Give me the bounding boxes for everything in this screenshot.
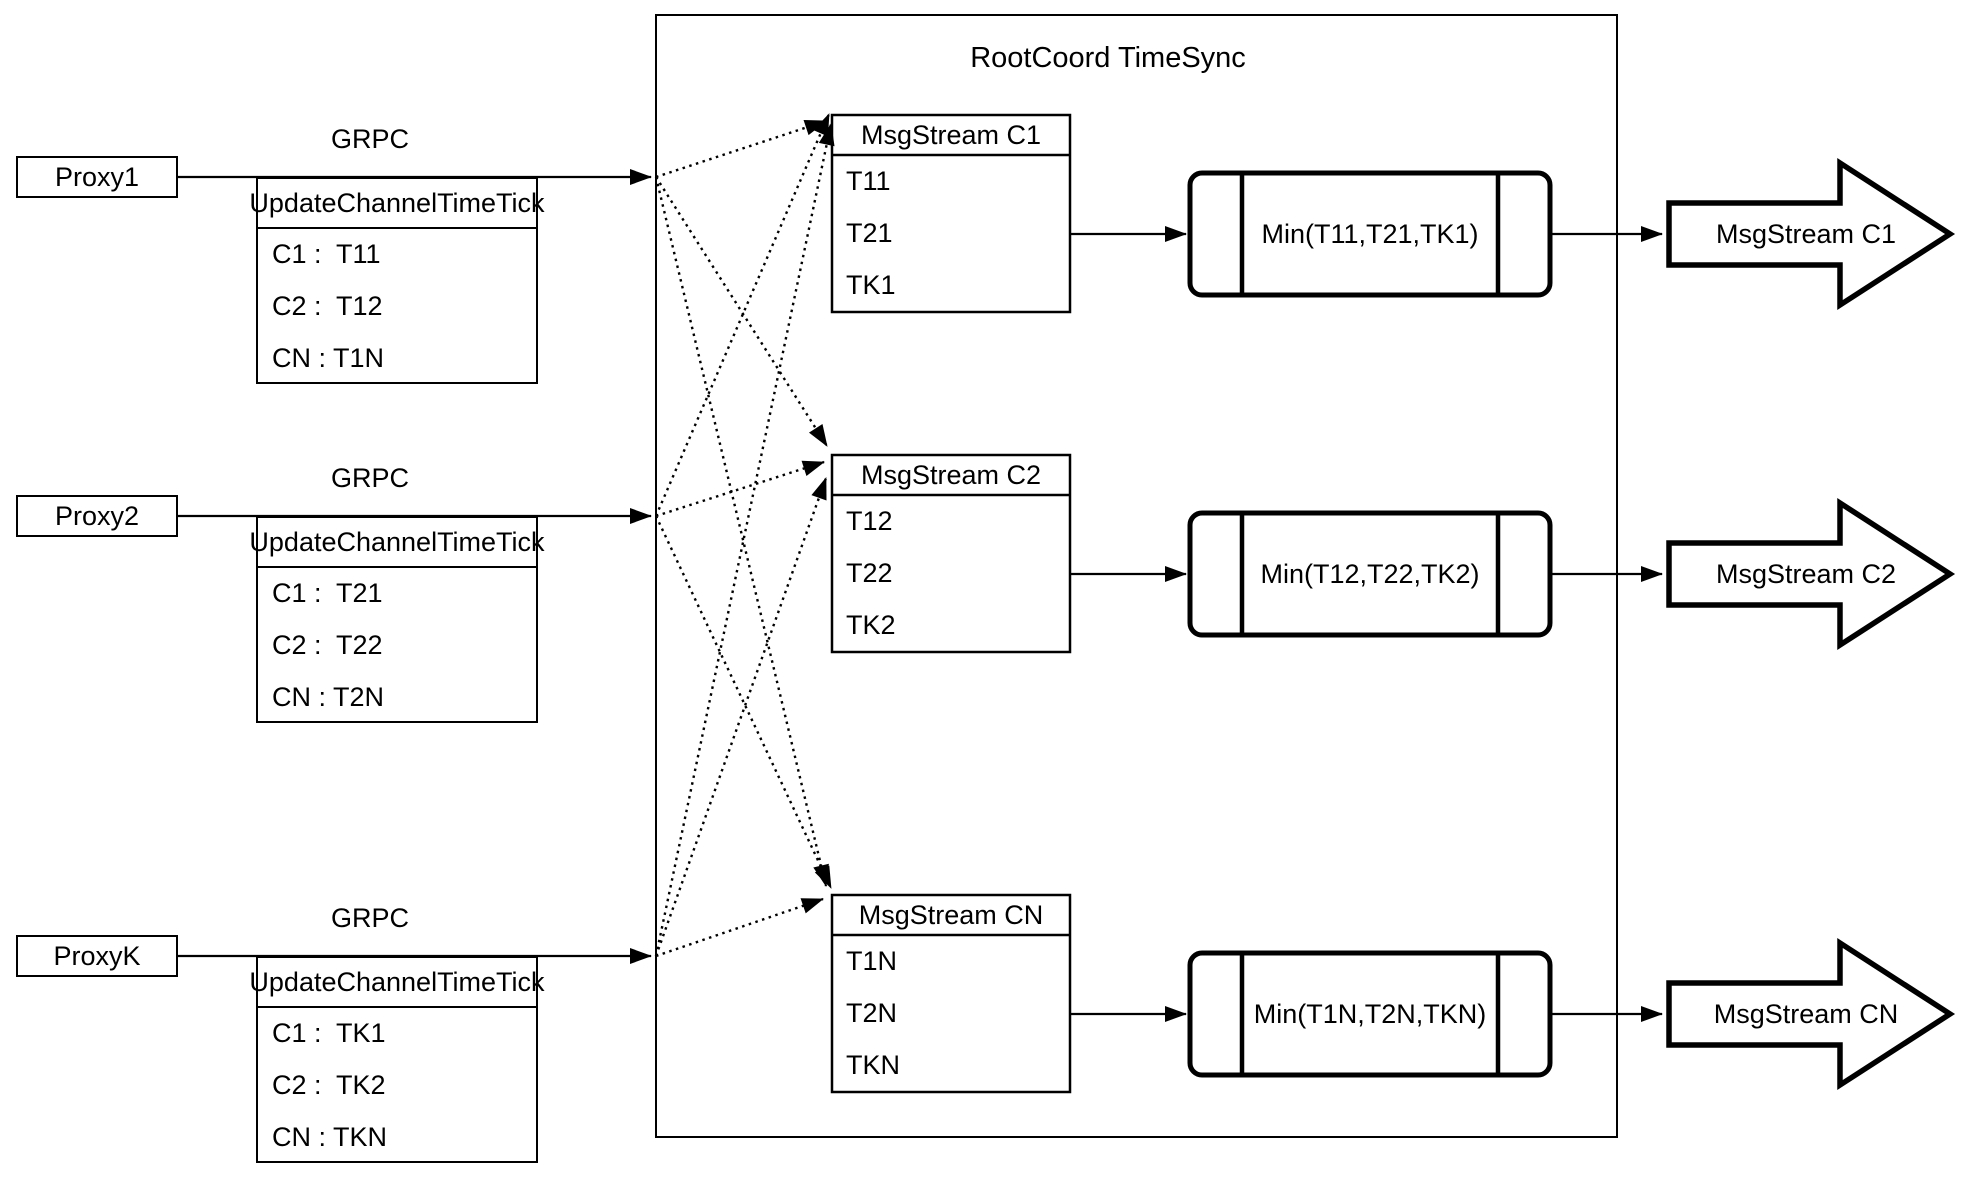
table-row: CN : TKN <box>272 1122 387 1152</box>
output-block-arrow <box>1666 937 1956 1091</box>
stream-row: T11 <box>846 166 891 196</box>
proxyk-group: GRPC ProxyK UpdateChannelTimeTick C1 : T… <box>16 903 652 1163</box>
table-row: C1 : T21 <box>272 578 383 608</box>
table-row: C1 : TK1 <box>272 1018 386 1048</box>
stream-row: TKN <box>846 1050 900 1080</box>
update-channel-table <box>256 956 538 1163</box>
proxyk-label: ProxyK <box>53 941 140 971</box>
stream-c2-group: MsgStream C2 T12 T22 TK2 Min(T12,T22,TK2… <box>830 453 1956 654</box>
proxy2-box <box>16 495 178 537</box>
table-row: C2 : T22 <box>272 630 383 660</box>
grpc-label: GRPC <box>331 463 409 493</box>
timetick-fanout-arrows <box>654 113 835 958</box>
stream-cn-group: MsgStream CN T1N T2N TKN Min(T1N,T2N,TKN… <box>830 893 1956 1094</box>
output-label: MsgStream CN <box>1714 999 1899 1029</box>
output-label: MsgStream C1 <box>1716 219 1896 249</box>
msgstream-table-header: MsgStream C1 <box>861 120 1041 150</box>
msgstream-c2-table <box>830 453 1072 654</box>
table-header: UpdateChannelTimeTick <box>249 527 545 557</box>
msgstream-table-header: MsgStream C2 <box>861 460 1041 490</box>
table-row: C1 : T11 <box>272 239 381 269</box>
table-header: UpdateChannelTimeTick <box>249 188 545 218</box>
table-row: C2 : T12 <box>272 291 383 321</box>
msgstream-c1-table <box>830 113 1072 314</box>
stream-row: T1N <box>846 946 897 976</box>
grpc-label: GRPC <box>331 124 409 154</box>
output-label: MsgStream C2 <box>1716 559 1896 589</box>
proxy2-label: Proxy2 <box>55 501 139 531</box>
stream-row: T12 <box>846 506 893 536</box>
table-row: C2 : TK2 <box>272 1070 386 1100</box>
dotted-arrow <box>654 176 829 887</box>
table-row: CN : T2N <box>272 682 384 712</box>
stream-c1-group: MsgStream C1 T11 T21 TK1 Min(T11,T21,TK1… <box>830 113 1956 314</box>
msgstream-table-header: MsgStream CN <box>859 900 1044 930</box>
min-label: Min(T12,T22,TK2) <box>1260 559 1479 589</box>
output-block-arrow <box>1666 157 1956 311</box>
min-label: Min(T1N,T2N,TKN) <box>1254 999 1487 1029</box>
stream-row: TK1 <box>846 270 896 300</box>
proxy1-group: GRPC Proxy1 UpdateChannelTimeTick C1 : T… <box>16 124 652 384</box>
proxy2-group: GRPC Proxy2 UpdateChannelTimeTick C1 : T… <box>16 463 652 723</box>
stream-row: TK2 <box>846 610 896 640</box>
dotted-arrow <box>655 119 827 179</box>
dotted-arrow <box>655 897 824 958</box>
proxy1-label: Proxy1 <box>55 162 139 192</box>
output-block-arrow <box>1666 497 1956 651</box>
msgstream-cn-table <box>830 893 1072 1094</box>
dotted-arrow <box>655 460 825 518</box>
table-header: UpdateChannelTimeTick <box>249 967 545 997</box>
proxy1-box <box>16 156 178 198</box>
dotted-arrow <box>654 477 828 957</box>
stream-row: T21 <box>846 218 893 248</box>
min-label: Min(T11,T21,TK1) <box>1261 219 1478 249</box>
dotted-arrow <box>654 113 831 517</box>
stream-row: T22 <box>846 558 893 588</box>
table-row: CN : T1N <box>272 343 384 373</box>
dotted-arrow <box>654 123 835 957</box>
stream-row: T2N <box>846 998 897 1028</box>
update-channel-table <box>256 516 538 723</box>
proxyk-box <box>16 935 178 977</box>
grpc-label: GRPC <box>331 903 409 933</box>
update-channel-table <box>256 177 538 384</box>
rootcoord-title: RootCoord TimeSync <box>970 42 1246 74</box>
